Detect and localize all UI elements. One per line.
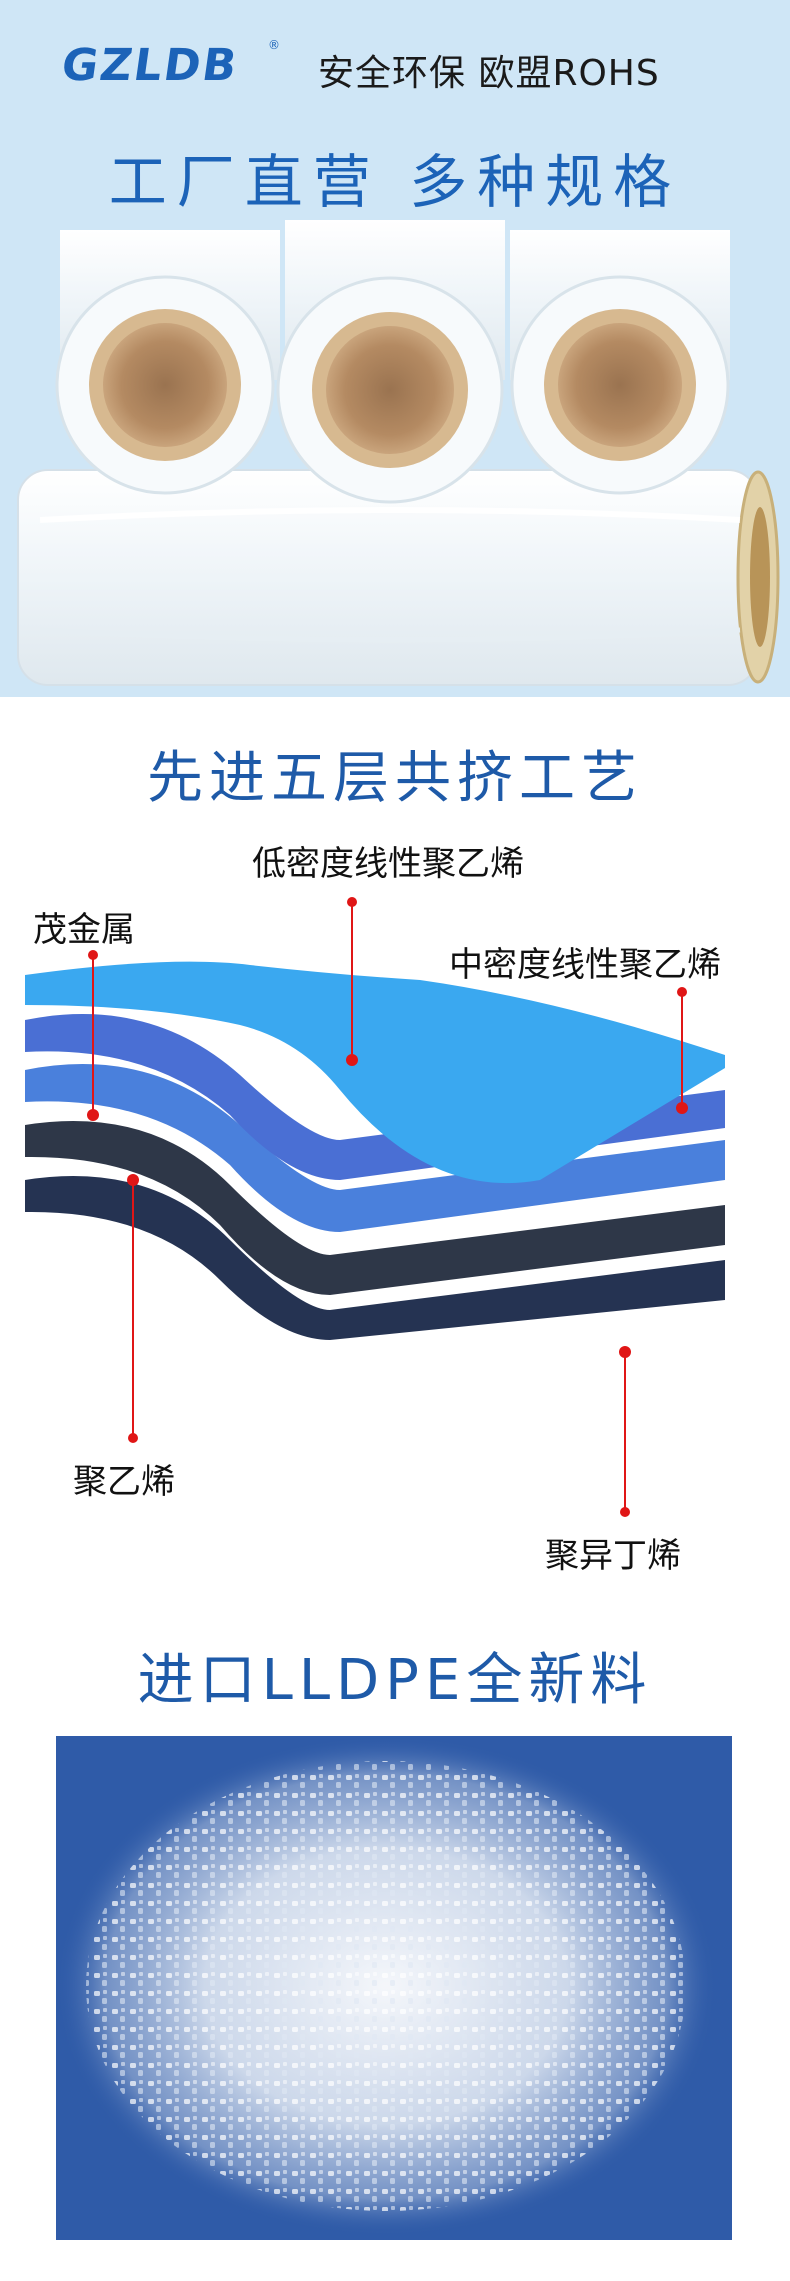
label-metallocene: 茂金属: [33, 910, 135, 950]
label-polyisobutylene: 聚异丁烯: [545, 1536, 681, 1576]
horizontal-roll: [17, 469, 780, 686]
brand-logo: GZLDB: [58, 40, 242, 91]
layer-pe: [25, 1121, 725, 1295]
label-lldpe: 低密度线性聚乙烯: [252, 844, 524, 884]
layer-lldpe: [25, 961, 725, 1184]
stretch-film-rolls-image: [17, 220, 780, 686]
five-layer-diagram: [25, 897, 725, 1517]
label-pe: 聚乙烯: [73, 1462, 175, 1502]
material-section-title: 进口LLDPE全新料: [137, 1648, 653, 1713]
hero-banner: GZLDB ® 安全环保 欧盟ROHS 工厂直营 多种规格: [0, 0, 790, 697]
upright-roll-left: [55, 230, 280, 495]
pointer-pe: [127, 1174, 139, 1443]
pointer-polyisobutylene: [619, 1346, 631, 1517]
hero-title: 工厂直营 多种规格: [108, 148, 682, 216]
pointer-mlldpe: [676, 987, 688, 1114]
layers-section-title: 先进五层共挤工艺: [147, 746, 643, 811]
slogan-certification: 安全环保 欧盟ROHS: [318, 53, 660, 94]
pointer-metallocene: [87, 950, 99, 1121]
lldpe-pellets-image: [56, 1736, 732, 2240]
layer-mlldpe: [25, 1064, 725, 1232]
registered-mark: ®: [268, 38, 280, 52]
label-mlldpe: 中密度线性聚乙烯: [449, 945, 721, 985]
layer-polyisobutylene: [25, 1176, 725, 1340]
upright-roll-middle: [276, 220, 505, 504]
upright-roll-right: [510, 230, 730, 495]
pointer-lldpe: [346, 897, 358, 1066]
